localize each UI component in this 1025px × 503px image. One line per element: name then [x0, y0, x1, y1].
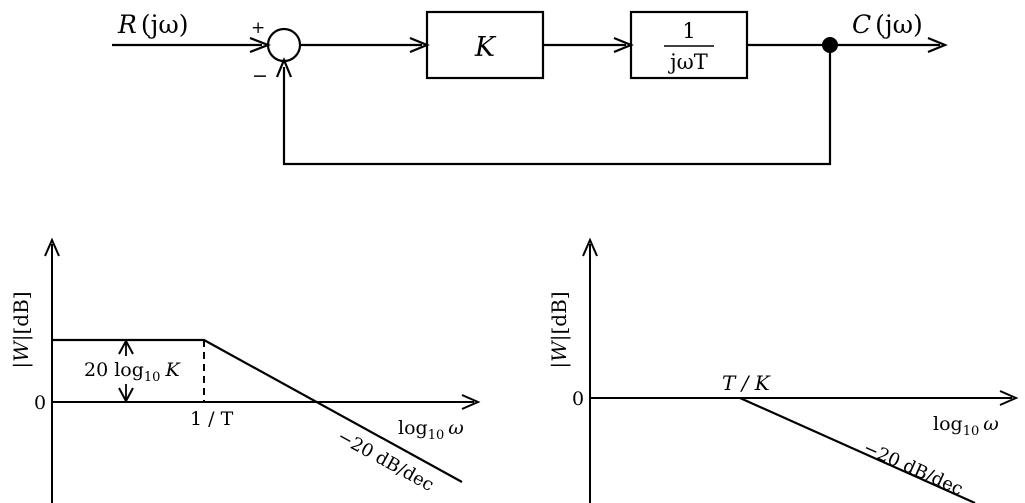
output-label: C(jω)	[852, 10, 923, 39]
integrator-numerator: 1	[682, 19, 695, 43]
sum-plus-sign: +	[251, 18, 265, 38]
right-y-axis-arrow	[582, 237, 598, 257]
gain-dimension-arrow-up	[118, 338, 134, 355]
feedback-arrow	[275, 57, 293, 78]
right-x-axis-arrow	[999, 390, 1019, 406]
left-zero-label: 0	[34, 392, 46, 414]
break-frequency-label: 1 / T	[190, 408, 234, 430]
block-diagram: R(jω) + − K 1 jωT C(jω)	[112, 10, 948, 166]
gain-dimension-arrow-down	[118, 387, 134, 404]
output-arrow	[927, 36, 948, 54]
gain-block-label: K	[474, 32, 497, 63]
input-label: R(jω)	[117, 10, 188, 39]
left-y-axis-arrow	[44, 237, 60, 257]
integrator-denominator: jωT	[667, 50, 708, 74]
summing-junction	[266, 27, 302, 63]
feedback-path	[282, 45, 832, 166]
sum-minus-sign: −	[252, 65, 268, 87]
crossover-label: T / K	[722, 371, 771, 395]
gain-label-backdrop	[80, 356, 186, 384]
right-zero-label: 0	[572, 388, 584, 410]
right-magnitude-curve	[739, 396, 976, 503]
right-y-axis-label: |W|[dB]	[547, 291, 572, 368]
left-y-axis-label: |W|[dB]	[9, 291, 34, 368]
left-x-axis-arrow	[461, 394, 481, 410]
right-slope-label: −20 dB/dec	[860, 437, 966, 500]
